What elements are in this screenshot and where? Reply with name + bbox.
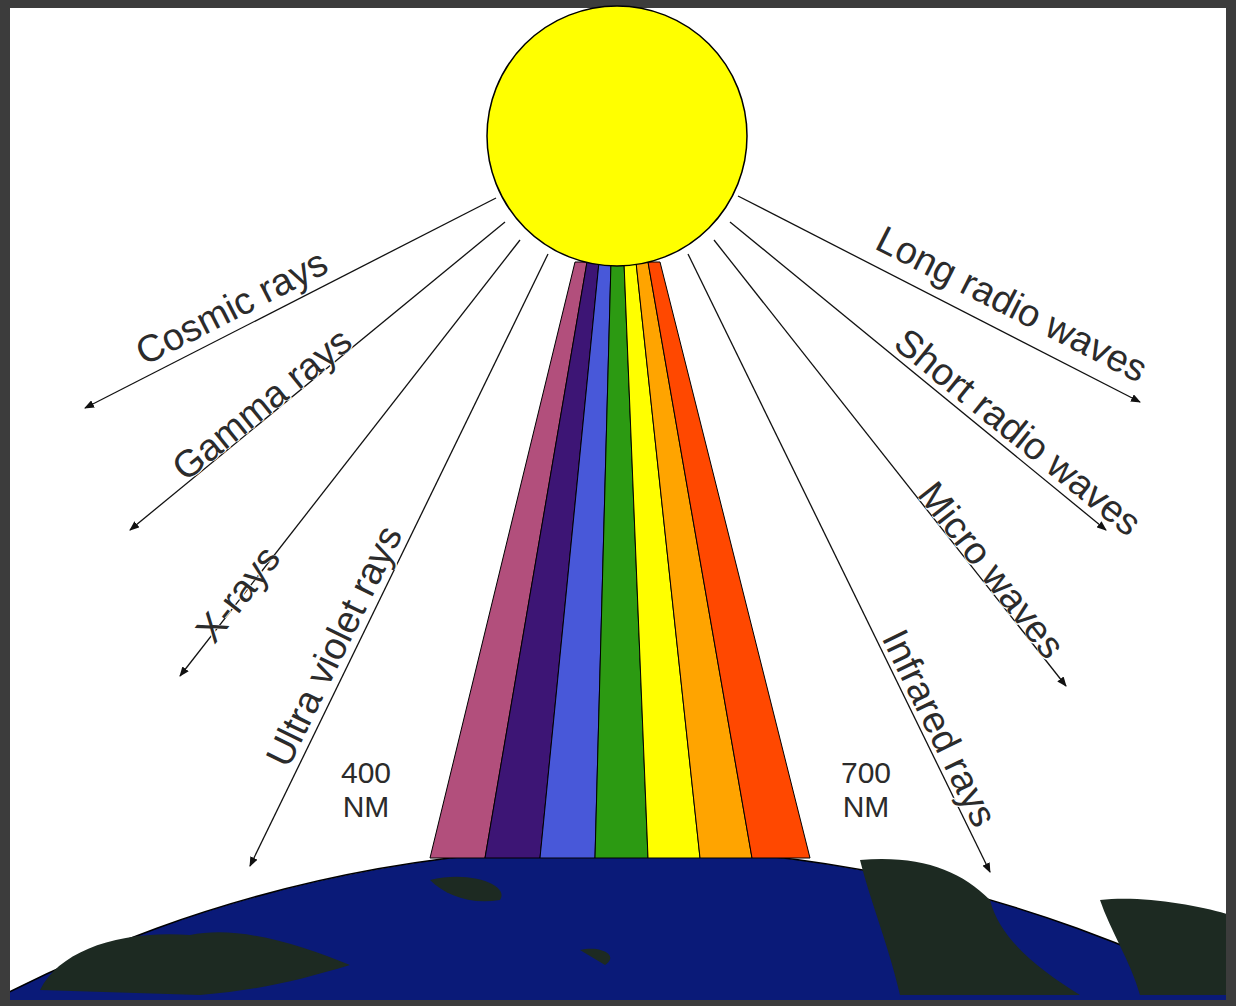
landmass — [430, 877, 502, 902]
wavelength-label: 400 NM — [326, 756, 406, 825]
landmass — [860, 859, 1080, 995]
landmass — [580, 949, 610, 965]
landmass — [40, 932, 350, 995]
earth — [10, 848, 1226, 1000]
wavelength-label: 700 NM — [826, 756, 906, 825]
visible-spectrum — [430, 262, 810, 858]
sun — [487, 6, 747, 266]
landmass — [1100, 899, 1226, 995]
